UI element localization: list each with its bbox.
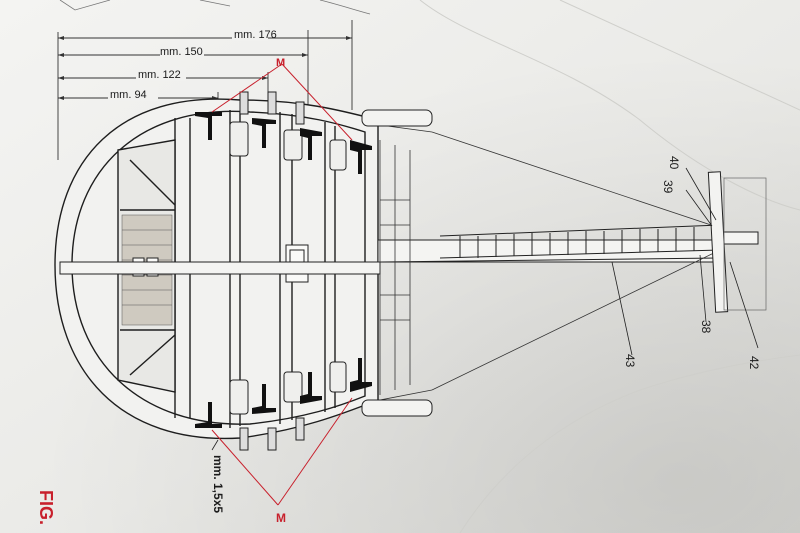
callout-43: 43 bbox=[623, 354, 637, 368]
callout-40: 40 bbox=[667, 156, 681, 170]
stern-block bbox=[361, 109, 767, 417]
figure-label: FIG. bbox=[36, 490, 56, 525]
boom-ladder bbox=[439, 224, 721, 259]
knee-brackets bbox=[195, 112, 372, 428]
callout-m-bottom: M bbox=[276, 511, 286, 525]
callout-42: 42 bbox=[747, 356, 761, 370]
dim-176: mm. 176 bbox=[234, 29, 277, 41]
corner-sketch bbox=[59, 0, 371, 15]
balusters bbox=[379, 140, 411, 395]
keel-beam bbox=[59, 231, 759, 275]
dim-150: mm. 150 bbox=[160, 46, 203, 58]
material-dimension: mm. 1,5x5 bbox=[211, 455, 225, 513]
callout-38: 38 bbox=[699, 320, 713, 334]
callout-39: 39 bbox=[661, 180, 675, 194]
dim-122: mm. 122 bbox=[138, 69, 181, 81]
faint-outlines bbox=[419, 0, 800, 533]
dim-94: mm. 94 bbox=[110, 89, 147, 101]
leader-lines bbox=[611, 167, 759, 356]
cannons bbox=[229, 91, 347, 451]
callout-m-top: M bbox=[276, 57, 285, 69]
m-callout-lines bbox=[211, 63, 353, 506]
